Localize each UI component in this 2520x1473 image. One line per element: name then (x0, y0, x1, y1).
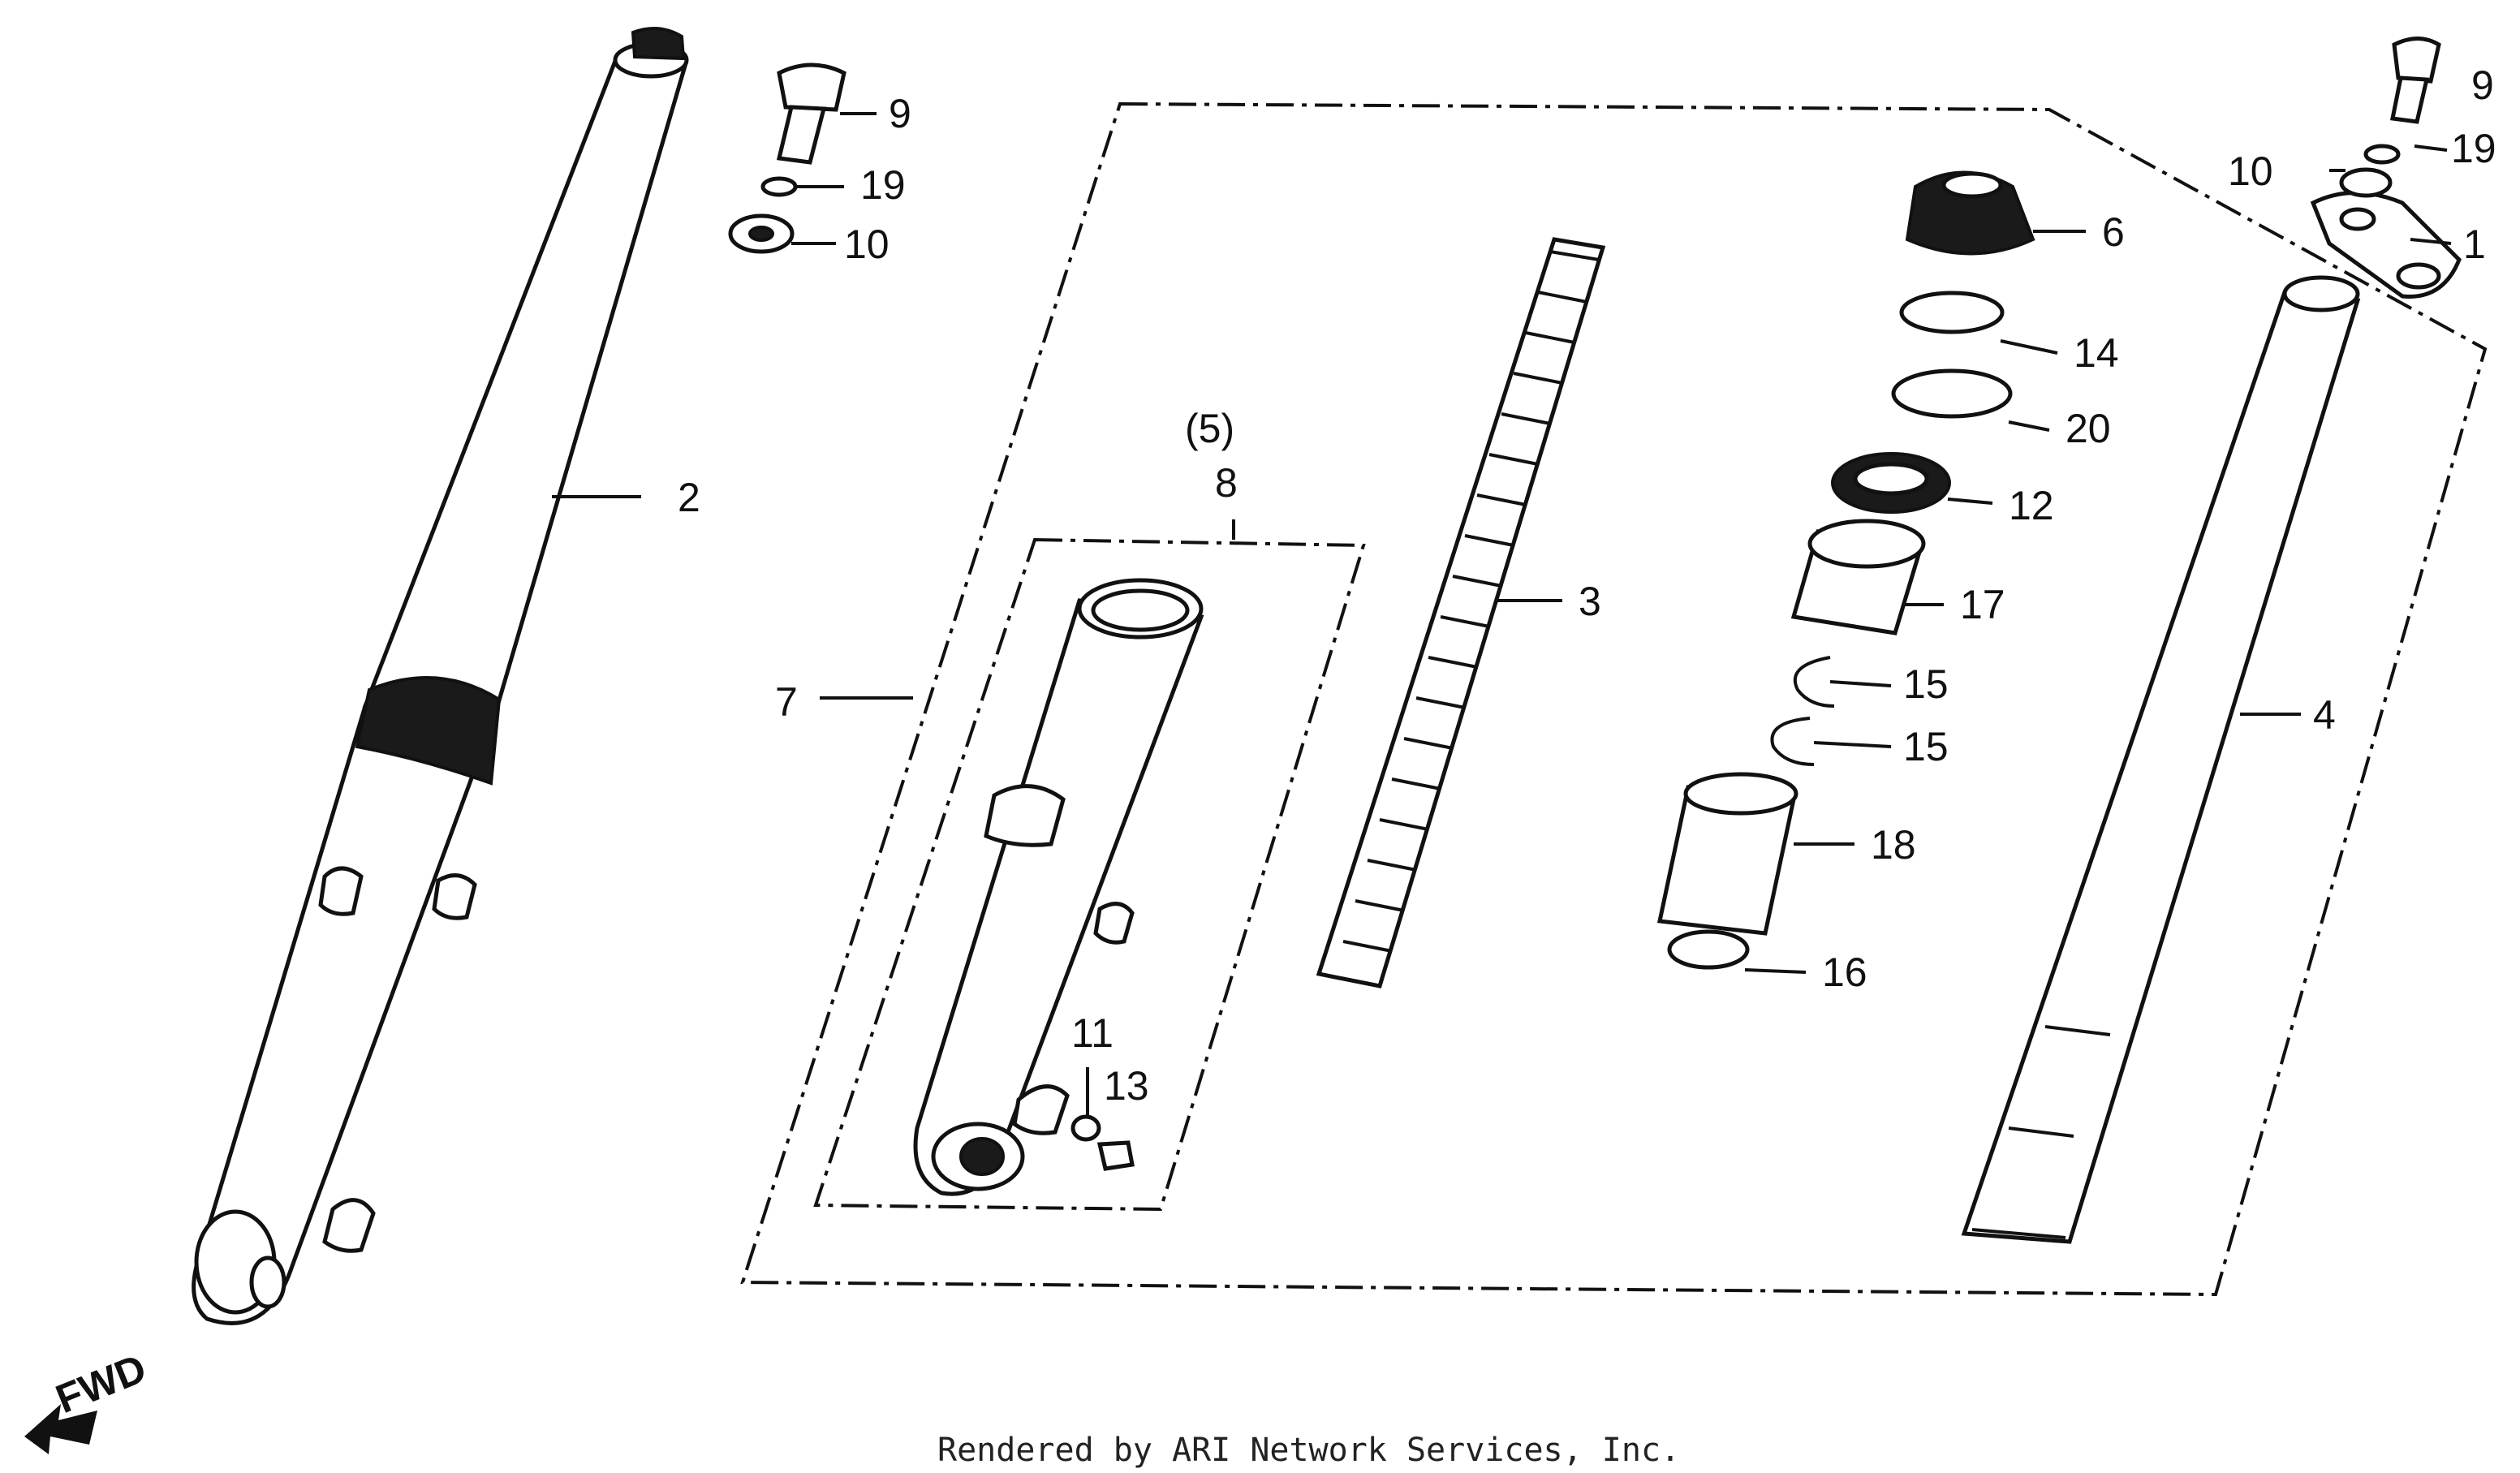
callout-11: 11 (1071, 1010, 1114, 1056)
callout-15-upper: 15 (1903, 661, 1949, 707)
fork-bracket[interactable] (2310, 191, 2462, 299)
snap-ring-upper[interactable] (1793, 656, 1835, 708)
fork-spring[interactable] (1316, 237, 1606, 988)
washer-left[interactable] (728, 213, 795, 254)
callout-13: 13 (1104, 1063, 1149, 1109)
oil-seal[interactable] (1831, 452, 1951, 514)
callout-7: 7 (775, 679, 798, 725)
callout-15-lower: 15 (1903, 724, 1949, 769)
callout-17: 17 (1960, 582, 2005, 627)
callout-3: 3 (1579, 579, 1601, 624)
bolt-right[interactable] (2390, 37, 2441, 124)
callout-9-left: 9 (889, 91, 911, 136)
callout-10-left: 10 (844, 222, 890, 267)
fwd-arrow: FWD (24, 1346, 153, 1454)
bolt-13[interactable] (1096, 1140, 1135, 1171)
bolt-left[interactable] (776, 62, 846, 165)
stop-ring[interactable] (1899, 291, 2005, 334)
o-ring-left[interactable] (760, 176, 798, 197)
snap-ring-lower[interactable] (1770, 717, 1815, 766)
washer-right[interactable] (2339, 167, 2393, 198)
fwd-label: FWD (50, 1346, 153, 1423)
callout-1: 1 (2463, 222, 2486, 267)
subassembly-boundary (813, 537, 1366, 1212)
callout-2: 2 (678, 475, 700, 520)
callout-4: 4 (2313, 692, 2336, 738)
fork-slider[interactable] (913, 578, 1204, 1196)
seat-16[interactable] (1667, 929, 1750, 970)
fork-tube-right[interactable] (1961, 275, 2361, 1244)
callout-10-right: 10 (2228, 149, 2273, 194)
guide-bushing[interactable] (1790, 519, 1926, 635)
callout-14: 14 (2074, 330, 2119, 376)
o-ring-right[interactable] (2363, 144, 2401, 165)
callout-9-right: 9 (2471, 62, 2494, 108)
callout-6: 6 (2102, 209, 2125, 255)
credit-text: Rendered by ARI Network Services, Inc. (937, 1432, 1680, 1469)
ring-20[interactable] (1891, 368, 2013, 419)
callout-12: 12 (2009, 483, 2054, 528)
callout-20: 20 (2066, 406, 2111, 451)
fork-tube-left[interactable] (192, 27, 689, 1325)
washer-11[interactable] (1070, 1114, 1101, 1142)
callout-8: 8 (1215, 460, 1238, 506)
callout-19-right: 19 (2451, 126, 2496, 171)
slider-bushing[interactable] (1656, 772, 1798, 936)
assembly-boundary (740, 101, 2488, 1297)
dust-seal[interactable] (1905, 170, 2035, 256)
callout-5: (5) (1185, 406, 1234, 451)
callout-19-left: 19 (860, 162, 906, 208)
callout-18: 18 (1871, 822, 1916, 868)
leader-lines (552, 112, 2452, 1116)
callout-16: 16 (1822, 950, 1867, 995)
